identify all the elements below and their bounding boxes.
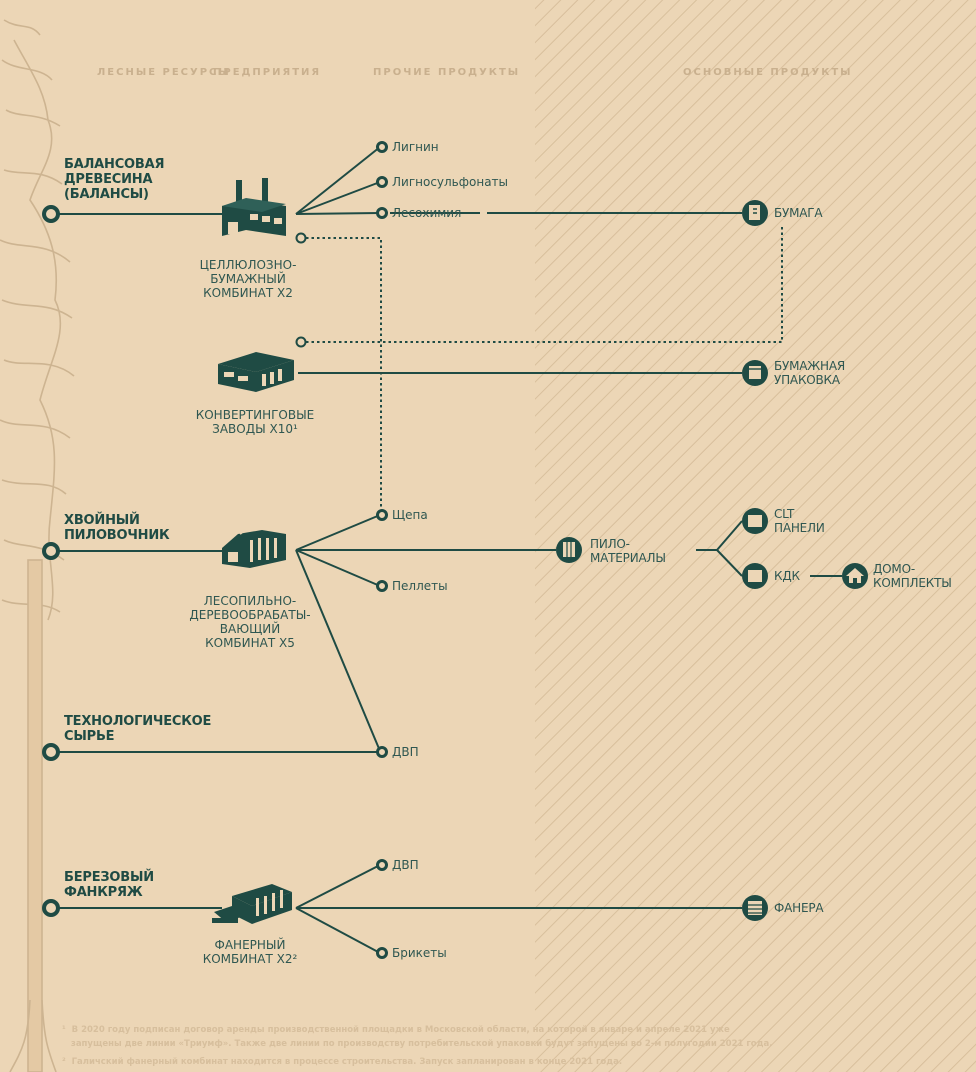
node-dvp2: [376, 859, 388, 871]
enterprise-label-pulp: ЦЕЛЛЮЛОЗНО- БУМАЖНЫЙ КОМБИНАТ Х2: [199, 258, 297, 300]
house-icon: [842, 563, 868, 589]
column-header-main: ОСНОВНЫЕ ПРОДУКТЫ: [683, 67, 853, 78]
main-product-paper: БУМАГА: [774, 206, 823, 220]
source-label-conifer: ХВОЙНЫЙ ПИЛОВОЧНИК: [64, 513, 170, 543]
other-product-briquettes: Брикеты: [392, 946, 447, 960]
source-node-conifer: [42, 542, 60, 560]
enterprise-label-plywood: ФАНЕРНЫЙ КОМБИНАТ Х2²: [202, 938, 298, 966]
other-product-lesochem: Лесохимия: [392, 206, 462, 220]
main-product-plywood: ФАНЕРА: [774, 901, 824, 915]
main-product-packaging: БУМАЖНАЯ УПАКОВКА: [774, 359, 846, 387]
column-header-enterprises: ПРЕДПРИЯТИЯ: [213, 67, 322, 78]
sawmill-icon: [222, 524, 286, 568]
paper-sheet-icon: [742, 200, 768, 226]
other-product-dvp-2: ДВП: [392, 858, 419, 872]
clt-panel-icon: [742, 508, 768, 534]
main-products-zone: [535, 0, 976, 1072]
package-box-icon: [742, 360, 768, 386]
other-product-lignosulf: Лигносульфонаты: [392, 175, 509, 189]
source-node-birch: [42, 899, 60, 917]
converting-plant-icon: [218, 352, 294, 392]
node-dvp1: [376, 746, 388, 758]
column-header-forest: ЛЕСНЫЕ РЕСУРСЫ: [97, 67, 231, 78]
plywood-layers-icon: [742, 895, 768, 921]
plywood-mill-icon: [212, 884, 292, 924]
source-nodes: [42, 205, 60, 917]
other-product-dvp-1: ДВП: [392, 745, 419, 759]
dotted-link-endpoint-1: [295, 232, 307, 244]
other-product-lignin: Лигнин: [392, 140, 439, 154]
glued-beam-icon: [742, 563, 768, 589]
column-header-other: ПРОЧИЕ ПРОДУКТЫ: [373, 67, 521, 78]
main-product-lumber: ПИЛО- МАТЕРИАЛЫ: [590, 537, 666, 565]
footnote-1: ¹ В 2020 году подписан договор аренды пр…: [62, 1025, 773, 1049]
node-lignosulf: [376, 176, 388, 188]
enterprise-label-sawmill: ЛЕСОПИЛЬНО- ДЕРЕВООБРАБАТЫ- ВАЮЩИЙ КОМБИ…: [189, 594, 311, 650]
enterprise-label-convert: КОНВЕРТИНГОВЫЕ ЗАВОДЫ Х10¹: [195, 408, 315, 436]
node-lignin: [376, 141, 388, 153]
pulp-mill-icon: [222, 178, 286, 236]
flow-lines: [51, 146, 842, 954]
other-product-nodes: [376, 141, 388, 959]
source-node-tech: [42, 743, 60, 761]
main-product-clt: CLT ПАНЕЛИ: [774, 507, 825, 535]
source-label-birch: БЕРЕЗОВЫЙ ФАНКРЯЖ: [64, 870, 154, 900]
source-node-balance: [42, 205, 60, 223]
tree-trunk: [9, 559, 57, 1072]
other-product-chips: Щепа: [392, 508, 428, 522]
other-product-pellets: Пеллеты: [392, 579, 448, 593]
source-label-balance: БАЛАНСОВАЯ ДРЕВЕСИНА (БАЛАНСЫ): [64, 157, 165, 202]
node-pellets: [376, 580, 388, 592]
node-lesochem: [376, 207, 388, 219]
tree-silhouette: [0, 19, 75, 621]
main-product-houses: ДОМО- КОМПЛЕКТЫ: [873, 562, 952, 590]
footnote-2: ² Галичский фанерный комбинат находится …: [62, 1057, 623, 1067]
dotted-links: [306, 224, 783, 514]
dotted-link-endpoint-2: [295, 336, 307, 348]
main-product-kdk: КДК: [774, 569, 800, 583]
node-briquettes: [376, 947, 388, 959]
node-chips: [376, 509, 388, 521]
lumber-stack-icon: [556, 537, 582, 563]
source-label-tech: ТЕХНОЛОГИЧЕСКОЕ СЫРЬЕ: [64, 714, 212, 744]
